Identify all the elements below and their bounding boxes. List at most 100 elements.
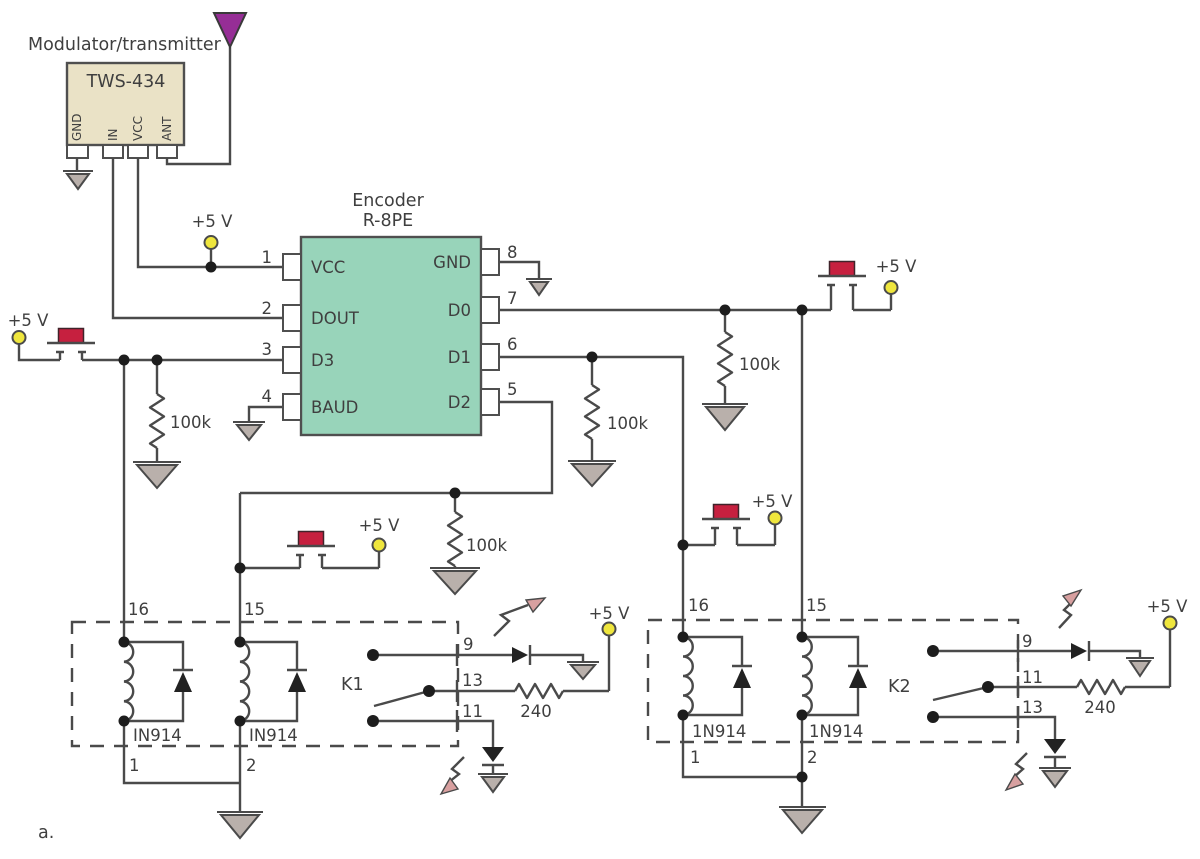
glow-arrowhead [1004,772,1025,792]
encoder-pin-6 [480,343,500,371]
flyback-loop [240,640,299,723]
transmitter-pin-gnd [66,144,89,159]
pushbutton-contacts [702,517,750,545]
pin-label-baud: BAUD [311,398,358,417]
transmitter-part-number: TWS-434 [86,72,166,92]
pin-label-gnd: GND [433,253,471,272]
encoder-part-number: R-8PE [363,211,414,231]
junction-dot [796,631,808,643]
encoder-chip: Encoder R-8PE 1 2 3 4 8 7 6 5 VCC DOUT D… [262,191,518,437]
supply-node-d0: +5 V [876,257,917,295]
junction-dot [796,709,808,721]
pin-label-vcc: VCC [311,258,345,277]
junction-dot [205,261,217,273]
antenna-feed-wire [165,47,232,166]
transmitter-pin-label-ant: ANT [160,116,174,141]
supply-dot [203,235,219,250]
relay-outline [70,620,460,748]
ground-icon [1039,767,1071,789]
switch-arm [373,689,430,708]
contact-wire-13 [429,635,611,693]
pin-label-d3: D3 [311,351,334,370]
terminal-dot [927,711,939,723]
junction-dots [118,261,808,783]
supply-node-vcc: +5 V [192,212,233,250]
relay-coil-icon [123,640,135,723]
pin-label-d1: D1 [448,348,471,367]
relay-coil-icon [801,635,813,717]
junction-dot [586,351,598,363]
relay-name: K1 [341,675,364,695]
ground-icon [568,460,616,488]
led-icon [512,647,528,663]
transmitter-body [65,61,186,147]
pin-number: 6 [507,335,518,354]
supply-dot [1162,615,1178,631]
coil-pin-number: 16 [128,600,149,619]
pushbutton-d1 [702,503,750,545]
resistor-100k-d3: 100k [148,360,211,462]
encoder-pin-7 [480,296,500,324]
pin-number: 2 [262,299,273,318]
transmitter-title: Modulator/transmitter [28,35,222,55]
encoder-pin-5 [480,388,500,416]
glow-zigzag [448,756,465,783]
wire-baud [247,405,283,422]
pushbutton-contacts [287,544,335,568]
contact-pin-number: 11 [1022,668,1043,687]
diode-label: 1N914 [809,722,863,741]
pushbutton-contacts [818,274,866,310]
antenna [165,12,248,166]
pushbutton-cap [297,530,325,547]
led-cathode-wire [528,645,585,665]
pushbutton-contacts [47,341,95,360]
coil-pin-number: 2 [246,756,257,775]
contact-pin-number: 11 [462,702,483,721]
wire [240,551,381,570]
supply-label: +5 V [359,516,401,535]
wire-gnd8 [499,260,541,279]
pushbutton-cap [828,260,856,277]
ground-icon [567,661,599,681]
contact-pin-number: 9 [463,635,474,654]
wire [683,524,777,547]
antenna-icon [212,12,248,50]
flyback-loop [683,635,744,717]
contact-pin-number: 13 [462,671,483,690]
led-glow-arrow [493,597,547,637]
contact-wire-11 [373,719,504,774]
coil-return-wires [122,721,242,812]
junction-dot [234,562,246,574]
pin-number: 7 [507,289,518,308]
supply-label: +5 V [752,492,794,511]
encoder-title: Encoder [352,191,424,211]
terminal-dot [423,685,435,697]
transmitter-module: Modulator/transmitter TWS-434 GND IN VCC… [28,35,222,159]
led-icon [482,747,504,762]
terminal-dot [927,645,939,657]
encoder-body [299,235,483,437]
wire [17,344,60,362]
contact-wire-13 [933,715,1066,768]
contact-wire-11 [988,629,1172,689]
encoder-pin-8 [480,248,500,276]
junction-dot [234,715,246,727]
pin-number: 8 [507,243,518,262]
supply-node-d3: +5 V [8,311,49,345]
led-icon [1071,643,1087,659]
resistor-zigzag [1075,678,1127,696]
supply-label: +5 V [1147,597,1189,616]
led-glow-arrow [439,756,465,796]
diode-icon [288,672,306,692]
junction-dot [677,709,689,721]
encoder-pin-4 [282,393,302,421]
relay-coil-icon [239,640,251,723]
pin-number: 3 [262,340,273,359]
resistor-zigzag [446,510,464,568]
transmitter-pin-label-gnd: GND [70,113,84,141]
resistor-value: 100k [607,414,648,433]
resistor-value: 100k [739,355,780,374]
wiring [17,158,893,642]
contact-pin-number: 13 [1022,698,1043,717]
